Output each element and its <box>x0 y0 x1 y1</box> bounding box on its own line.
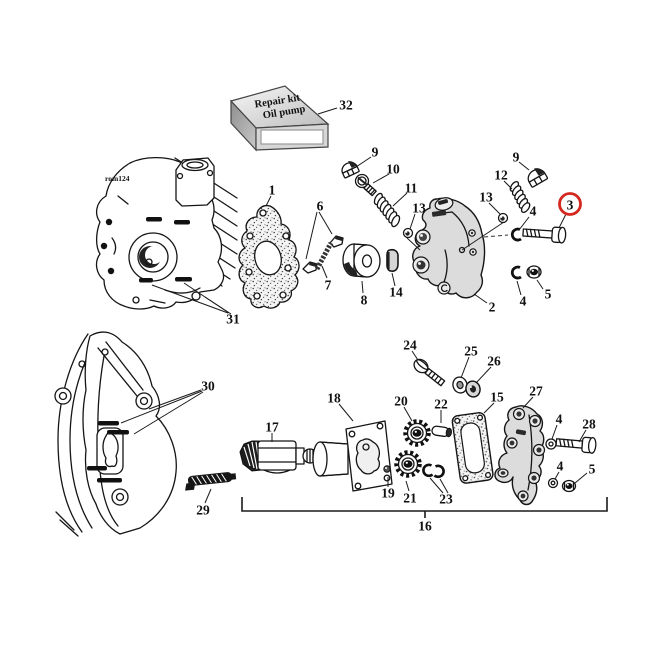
callout-10[interactable]: 10 <box>386 162 400 177</box>
callout-21[interactable]: 21 <box>403 491 417 506</box>
part-2-pump-cover <box>412 197 486 299</box>
part-15-gasket <box>451 412 494 484</box>
part-13-ball-left <box>402 227 414 239</box>
callout-22[interactable]: 22 <box>434 397 448 412</box>
callout-31[interactable]: 31 <box>226 312 240 327</box>
callout-5[interactable]: 5 <box>545 287 552 302</box>
callout-4[interactable]: 4 <box>530 204 537 219</box>
callout-18[interactable]: 18 <box>327 391 341 406</box>
part-25-washer <box>452 376 468 394</box>
callout-12[interactable]: 12 <box>494 168 508 183</box>
callout-14[interactable]: 14 <box>389 285 403 300</box>
callout-20[interactable]: 20 <box>394 394 408 409</box>
part-28-bolt <box>555 436 597 454</box>
callout-24[interactable]: 24 <box>403 338 417 353</box>
part-7-pin <box>314 241 334 271</box>
callout-27[interactable]: 27 <box>529 384 543 399</box>
callout-32[interactable]: 32 <box>339 98 353 113</box>
part-9-acorn-nut-right <box>527 168 549 188</box>
callout-1[interactable]: 1 <box>269 183 276 198</box>
part-21-gear <box>394 450 422 478</box>
part-26-washer <box>465 380 481 398</box>
part-5-nut-a <box>526 265 542 279</box>
callout-23[interactable]: 23 <box>439 492 453 507</box>
part-4-lock-washer-b <box>510 265 522 280</box>
callout-30[interactable]: 30 <box>201 379 215 394</box>
part-22-pin <box>431 425 453 438</box>
part-12-spring <box>509 181 531 213</box>
studs-30 <box>87 421 129 483</box>
part-10-screw <box>354 173 377 197</box>
callout-4[interactable]: 4 <box>556 412 563 427</box>
part-11-spring <box>373 192 401 228</box>
part-8-roller <box>342 243 381 278</box>
assembly-centerline <box>483 234 509 238</box>
callout-11[interactable]: 11 <box>405 181 418 196</box>
studs-31 <box>139 217 192 283</box>
callout-5[interactable]: 5 <box>589 462 596 477</box>
highlight-ring-part-3 <box>558 192 582 216</box>
group-bracket-16 <box>241 497 608 518</box>
part-27-cover-body <box>494 405 546 506</box>
part-18-pump-body <box>312 420 393 492</box>
callout-16[interactable]: 16 <box>418 519 432 534</box>
callout-28[interactable]: 28 <box>582 417 596 432</box>
callout-7[interactable]: 7 <box>325 278 332 293</box>
repair-kit-box: Repair kit Oil pump <box>229 85 330 152</box>
callout-13[interactable]: 13 <box>479 190 493 205</box>
part-4-washer-d <box>547 477 559 489</box>
callout-2[interactable]: 2 <box>489 300 496 315</box>
callout-29[interactable]: 29 <box>196 503 210 518</box>
callout-3[interactable]: 3 <box>567 198 574 213</box>
callout-15[interactable]: 15 <box>490 390 504 405</box>
part-4-washer-c <box>545 438 557 450</box>
callout-19[interactable]: 19 <box>381 486 395 501</box>
callout-6[interactable]: 6 <box>317 199 324 214</box>
part-9-acorn-nut-left <box>341 161 360 179</box>
callout-9[interactable]: 9 <box>513 150 520 165</box>
crankcase-top-drawing <box>95 156 238 310</box>
part-5-nut-b <box>561 479 577 493</box>
part-13-ball-right <box>497 212 509 224</box>
part-4-lock-washer-a <box>510 227 522 242</box>
part-20-gear <box>403 419 431 447</box>
drawing-code: rom124 <box>105 174 130 183</box>
callout-17[interactable]: 17 <box>265 420 279 435</box>
leader-lines <box>120 107 588 504</box>
callout-25[interactable]: 25 <box>464 344 478 359</box>
part-29-worm-gear <box>185 472 237 491</box>
crankcase-bottom-drawing <box>54 331 177 537</box>
callout-26[interactable]: 26 <box>487 354 501 369</box>
part-23-snap-rings <box>422 463 445 479</box>
part-17-drive-shaft <box>239 440 318 474</box>
part-1-gasket <box>238 204 300 309</box>
callout-4[interactable]: 4 <box>520 294 527 309</box>
part-19-ball <box>383 465 391 473</box>
part-24-screw <box>413 358 446 387</box>
part-3-bolt <box>522 226 567 244</box>
callout-4[interactable]: 4 <box>557 459 564 474</box>
callout-9[interactable]: 9 <box>372 145 379 160</box>
part-6-keys <box>302 235 344 274</box>
part-14-plug <box>386 248 399 272</box>
callout-13[interactable]: 13 <box>412 201 426 216</box>
callout-8[interactable]: 8 <box>361 293 368 308</box>
